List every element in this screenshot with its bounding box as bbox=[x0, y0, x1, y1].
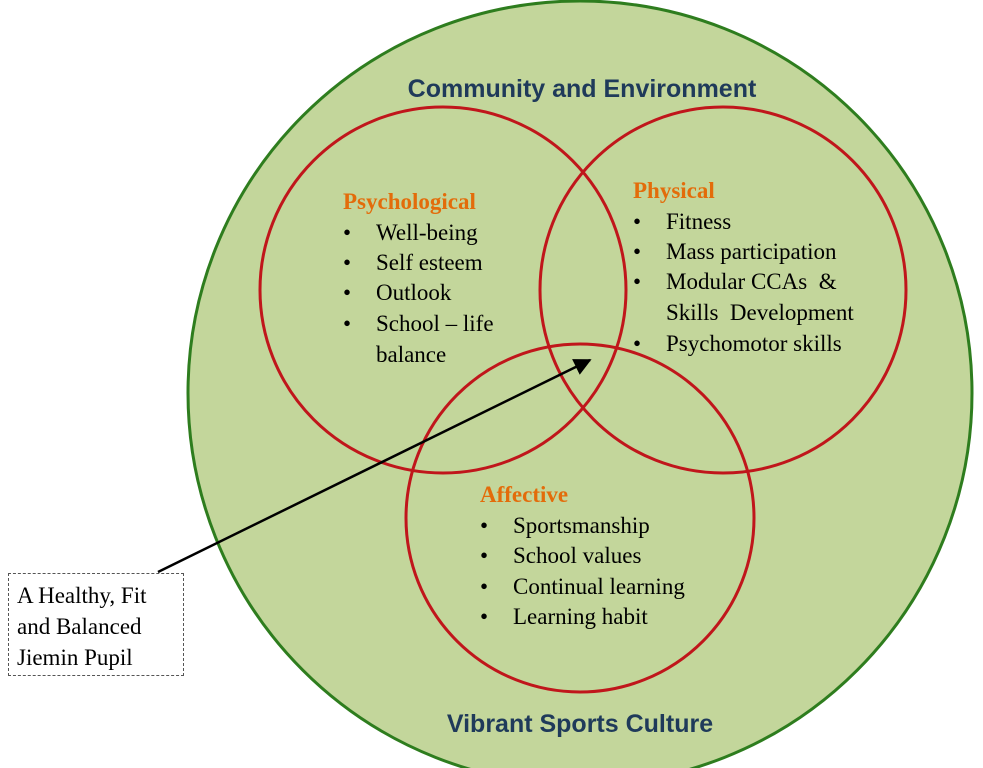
affective-item: Learning habit bbox=[513, 604, 648, 629]
affective-bullet: • bbox=[480, 574, 488, 599]
psychological-item: Well-being bbox=[376, 220, 478, 245]
circle-physical bbox=[538, 105, 908, 475]
physical-item-continuation: Skills Development bbox=[666, 300, 854, 325]
callout-line: Jiemin Pupil bbox=[17, 645, 133, 670]
affective-heading: Affective bbox=[480, 482, 568, 507]
outer-circle-community bbox=[186, 0, 974, 768]
physical-item: Fitness bbox=[666, 209, 731, 234]
psychological-bullet: • bbox=[343, 220, 351, 245]
callout-line: A Healthy, Fit bbox=[17, 583, 147, 608]
physical-item: Modular CCAs & bbox=[666, 269, 837, 294]
affective-item: School values bbox=[513, 543, 641, 568]
vibrant-sports-culture-label: Vibrant Sports Culture bbox=[447, 710, 713, 738]
physical-bullet: • bbox=[633, 209, 641, 234]
affective-item: Sportsmanship bbox=[513, 513, 650, 538]
physical-bullet: • bbox=[633, 239, 641, 264]
affective-bullet: • bbox=[480, 513, 488, 538]
physical-item: Psychomotor skills bbox=[666, 331, 842, 356]
psychological-heading: Psychological bbox=[343, 189, 476, 214]
physical-bullet: • bbox=[633, 331, 641, 356]
psychological-bullet: • bbox=[343, 250, 351, 275]
psychological-item-continuation: balance bbox=[376, 342, 446, 367]
psychological-item: School – life bbox=[376, 311, 494, 336]
affective-item: Continual learning bbox=[513, 574, 685, 599]
psychological-bullet: • bbox=[343, 311, 351, 336]
pointer-arrow bbox=[157, 358, 592, 574]
callout-line: and Balanced bbox=[17, 614, 142, 639]
physical-heading: Physical bbox=[633, 178, 715, 203]
circle-psychological bbox=[258, 105, 628, 475]
healthy-pupil-callout: A Healthy, Fit and Balanced Jiemin Pupil bbox=[8, 573, 184, 676]
psychological-item: Outlook bbox=[376, 280, 452, 305]
psychological-item: Self esteem bbox=[376, 250, 483, 275]
physical-bullet: • bbox=[633, 269, 641, 294]
circle-affective bbox=[404, 342, 756, 694]
affective-bullet: • bbox=[480, 604, 488, 629]
affective-bullet: • bbox=[480, 543, 488, 568]
physical-item: Mass participation bbox=[666, 239, 837, 264]
community-environment-label: Community and Environment bbox=[408, 75, 757, 103]
psychological-bullet: • bbox=[343, 280, 351, 305]
